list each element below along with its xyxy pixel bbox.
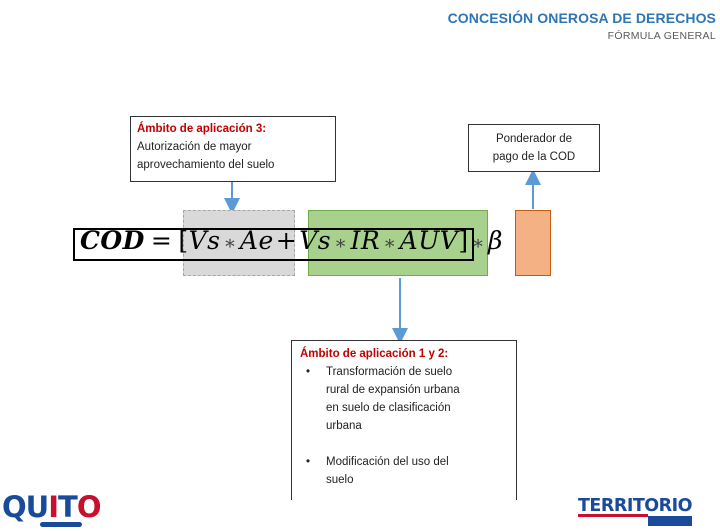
formula-plus: +: [275, 226, 298, 255]
box-ponderador: Ponderador de pago de la COD: [468, 124, 600, 172]
ambito12-item1-line2: rural de expansión urbana: [326, 384, 460, 396]
territorio-logo-badge: [648, 516, 692, 526]
quito-logo-tagline: [40, 522, 82, 527]
ambito3-heading: Ámbito de aplicación 3:: [137, 123, 267, 135]
list-item: Transformación de suelo rural de expansi…: [300, 363, 508, 435]
formula-auv: AUV: [399, 226, 459, 255]
formula-op3: ∗: [383, 232, 397, 254]
ambito12-item1-line4: urbana: [326, 420, 362, 432]
formula-op1: ∗: [223, 232, 237, 254]
highlight-auv: [308, 210, 488, 276]
header-subtitle: FÓRMULA GENERAL: [607, 30, 716, 42]
ambito12-item1-line1: Transformación de suelo: [326, 366, 453, 378]
header-title: CONCESIÓN ONEROSA DE DERECHOS: [447, 10, 716, 26]
formula-open-bracket: [: [178, 226, 189, 255]
quito-logo-t: T: [58, 490, 78, 524]
quito-logo-o: O: [76, 490, 102, 524]
formula-close-bracket: ]: [458, 226, 469, 255]
formula-beta: β: [488, 226, 503, 255]
quito-logo-i: I: [48, 490, 59, 524]
highlight-ae: [183, 210, 295, 276]
formula-vs1: Vs: [188, 226, 221, 255]
ponderador-line2: pago de la COD: [492, 151, 576, 163]
formula-equals: =: [150, 226, 173, 255]
box-ambito-3: Ámbito de aplicación 3: Autorización de …: [130, 116, 336, 182]
formula-lhs: COD: [80, 226, 145, 255]
ambito12-heading: Ámbito de aplicación 1 y 2:: [300, 348, 449, 360]
ponderador-line1: Ponderador de: [495, 133, 573, 145]
quito-logo: QUITO: [2, 490, 102, 524]
highlight-beta: [515, 210, 551, 276]
formula: COD=[Vs∗Ae+Vs∗IR∗AUV]∗β: [80, 226, 503, 255]
box-ambito-1-2: Ámbito de aplicación 1 y 2: Transformaci…: [291, 340, 517, 500]
ambito12-item2-line1: Modificación del uso del: [326, 456, 449, 468]
list-item: Modificación del uso del suelo: [300, 453, 508, 489]
formula-op4: ∗: [471, 232, 486, 254]
territorio-logo-underline: [578, 514, 648, 517]
formula-ir: IR: [350, 226, 381, 255]
formula-frame: [73, 228, 474, 261]
formula-ae: Ae: [239, 226, 274, 255]
ambito3-line1: Autorización de mayor: [137, 141, 252, 153]
ambito12-list: Transformación de suelo rural de expansi…: [300, 363, 508, 489]
quito-logo-q: Q: [2, 490, 27, 524]
formula-op2: ∗: [334, 232, 348, 254]
quito-logo-u: U: [25, 490, 50, 524]
ambito3-line2: aprovechamiento del suelo: [137, 159, 275, 171]
formula-vs2: Vs: [299, 226, 332, 255]
ambito12-item1-line3: en suelo de clasificación: [326, 402, 451, 414]
territorio-logo: TERRITORIO: [578, 496, 693, 516]
ambito12-item2-line2: suelo: [326, 474, 354, 486]
